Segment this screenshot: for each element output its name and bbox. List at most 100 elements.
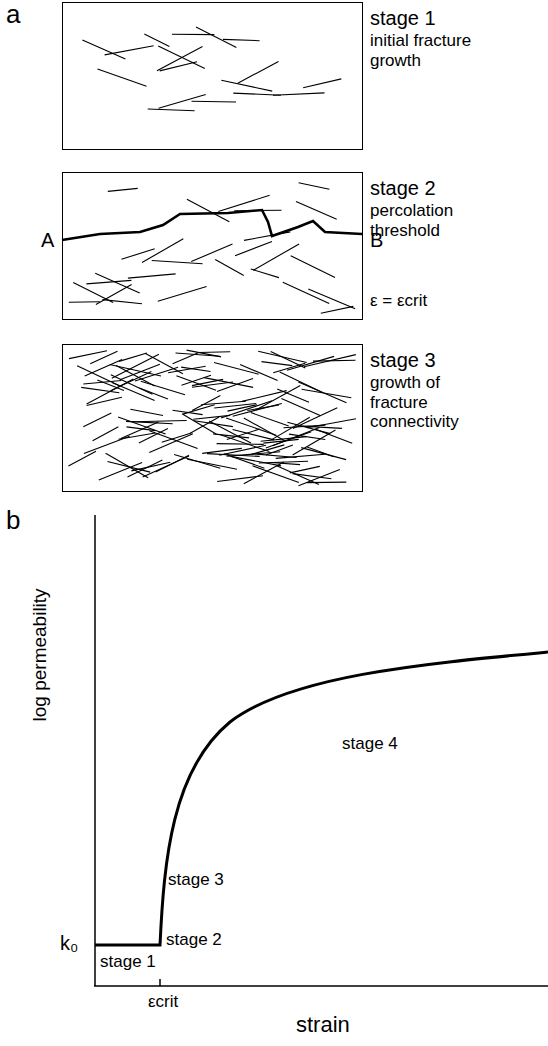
fracture — [130, 409, 163, 415]
fracture — [183, 405, 215, 414]
fracture — [148, 109, 195, 111]
fracture — [194, 421, 233, 427]
fracture — [266, 432, 311, 448]
fracture — [293, 474, 332, 479]
fracture — [251, 445, 284, 455]
fracture — [162, 433, 192, 442]
fracture — [199, 351, 230, 353]
fracture — [281, 399, 320, 416]
fracture — [119, 433, 156, 439]
fracture — [182, 414, 217, 434]
fracture — [172, 34, 215, 35]
fracture — [263, 439, 298, 443]
fracture — [93, 427, 119, 441]
fracture — [223, 39, 260, 40]
fracture-box: stage 3growth of fracture connectivity — [62, 344, 363, 492]
fracture — [253, 454, 297, 458]
fracture — [98, 69, 147, 86]
fracture — [97, 380, 124, 391]
fracture — [82, 40, 125, 59]
fracture — [139, 388, 168, 399]
fracture — [277, 389, 309, 402]
tick-label: εcrit — [148, 992, 178, 1012]
axis-value: k₀ — [60, 932, 78, 955]
fracture — [192, 101, 237, 103]
fracture — [73, 282, 113, 302]
stage-label: stage 3 — [168, 870, 224, 890]
fracture — [304, 355, 356, 367]
fracture — [253, 244, 299, 270]
stage-label: stage 4 — [342, 734, 398, 754]
fracture — [238, 62, 279, 84]
fracture — [113, 383, 155, 401]
fracture — [112, 354, 159, 378]
fracture — [231, 456, 281, 466]
fracture — [160, 62, 197, 71]
fracture — [144, 34, 169, 47]
x-axis — [94, 985, 548, 987]
axis-title: strain — [296, 1012, 350, 1037]
permeability-curve — [95, 652, 548, 945]
fracture — [187, 199, 229, 222]
fracture — [244, 418, 286, 441]
fracture — [219, 445, 266, 455]
fracture — [158, 287, 207, 302]
stage-description: growth of fracture connectivity — [370, 373, 490, 432]
fracture — [226, 418, 276, 435]
fracture — [191, 244, 232, 261]
fracture — [176, 376, 216, 391]
fracture — [321, 306, 354, 313]
point-label: B — [370, 229, 383, 252]
fracture — [301, 448, 346, 460]
percolation-path — [62, 210, 362, 240]
fracture — [204, 378, 253, 388]
stage-label: stage 2 — [166, 930, 222, 950]
fracture — [196, 27, 236, 47]
tick — [159, 979, 161, 986]
fracture — [96, 285, 132, 305]
fracture — [251, 269, 279, 278]
stage-heading: stage 1 — [370, 7, 436, 30]
fracture — [131, 462, 170, 471]
fracture — [81, 387, 119, 392]
fracture — [135, 367, 178, 381]
fracture — [182, 375, 212, 385]
y-axis — [94, 515, 96, 986]
fracture — [247, 405, 279, 411]
fracture — [299, 469, 340, 485]
fracture-box: stage 2percolation thresholdABε = εcrit — [62, 172, 363, 320]
fracture — [142, 239, 183, 263]
fracture — [69, 301, 100, 303]
stage-description: initial fracture growth — [370, 31, 520, 70]
point-label: A — [41, 229, 54, 252]
fracture — [87, 397, 122, 405]
fracture — [307, 419, 356, 428]
fracture — [240, 365, 278, 381]
fracture — [217, 379, 253, 392]
fracture — [187, 350, 222, 357]
fracture — [221, 401, 272, 418]
fracture — [69, 351, 107, 359]
fracture — [283, 282, 329, 303]
fracture — [214, 363, 259, 375]
fracture — [235, 242, 272, 256]
fracture — [214, 404, 256, 409]
fracture — [190, 417, 219, 433]
fracture — [221, 80, 272, 91]
fracture — [290, 466, 320, 473]
fracture — [157, 46, 203, 70]
fracture — [149, 434, 193, 453]
stage-label: stage 1 — [100, 952, 156, 972]
fracture — [152, 261, 203, 264]
axis-title: log permeability — [29, 588, 51, 721]
fracture — [262, 362, 293, 366]
fracture — [181, 367, 210, 371]
fracture — [217, 443, 264, 445]
fracture — [242, 391, 287, 402]
panel-letter: b — [6, 506, 20, 536]
fracture — [307, 447, 334, 457]
fracture — [251, 413, 289, 426]
fracture — [108, 188, 138, 191]
fracture — [85, 360, 122, 377]
